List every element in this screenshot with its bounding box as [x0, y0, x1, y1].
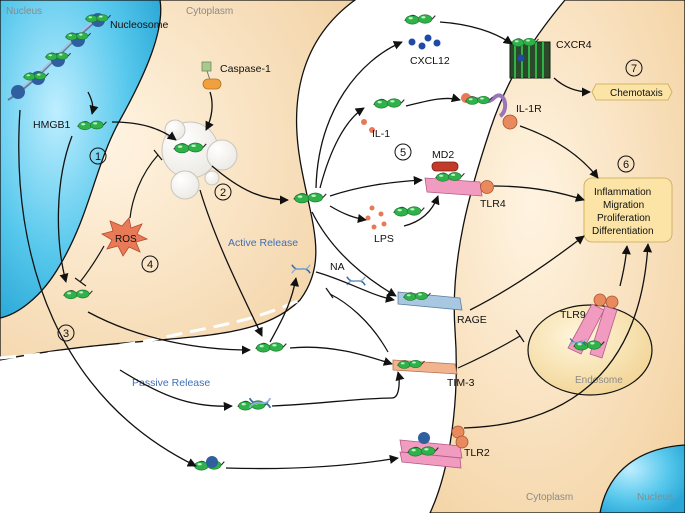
- hmgb1-cxcl12-complex: [404, 14, 436, 25]
- nucleus-right-label: Nucleus: [637, 492, 673, 503]
- ruptured-membrane: [0, 298, 301, 360]
- cxcr4-receptor: [509, 37, 551, 79]
- hmgb1-active-release: [293, 192, 327, 204]
- tlr2-label: TLR2: [464, 447, 490, 459]
- il1r-receptor: [460, 93, 518, 130]
- tim3-label: TIM-3: [447, 377, 475, 389]
- rage-label: RAGE: [457, 314, 487, 326]
- ros-label: ROS: [115, 234, 137, 245]
- cytoplasm-left-label: Cytoplasm: [186, 6, 233, 17]
- nucleosome-label: Nucleosome: [110, 19, 169, 31]
- rage-receptor: [397, 291, 463, 311]
- outcome-box: [583, 177, 673, 243]
- tlr2-receptor: [399, 425, 469, 469]
- cxcl12-label: CXCL12: [410, 55, 450, 67]
- svg-text:3: 3: [63, 328, 69, 340]
- svg-text:2: 2: [220, 187, 226, 199]
- cytoplasm-right-label: Cytoplasm: [526, 492, 573, 503]
- nucleosome-chain: [7, 13, 112, 101]
- tlr4-label: TLR4: [480, 198, 506, 210]
- caspase1-molecule: [201, 61, 222, 90]
- lps-label: LPS: [374, 233, 394, 245]
- active-release-label: Active Release: [228, 237, 298, 249]
- outcome-inflammation: Inflammation: [594, 187, 651, 198]
- passive-release-label: Passive Release: [132, 377, 210, 389]
- il1-molecules: [361, 119, 375, 133]
- tlr9-receptor: [567, 293, 619, 359]
- pathway-arrows: [18, 21, 653, 470]
- endosome-label: Endosome: [575, 375, 623, 386]
- il1-label: IL-1: [372, 128, 390, 140]
- lps-molecules: [365, 205, 387, 230]
- outcome-proliferation: Proliferation: [597, 213, 650, 224]
- md2-label: MD2: [432, 149, 454, 161]
- svg-text:7: 7: [631, 63, 637, 75]
- tim3-receptor: [392, 359, 458, 375]
- hmgb1-lps-complex: [393, 206, 425, 217]
- outcome-differentiation: Differentiation: [592, 226, 654, 237]
- hmgb1-passive-release: [255, 342, 287, 353]
- cxcl12-molecules: [408, 34, 441, 50]
- tlr9-label: TLR9: [560, 309, 586, 321]
- chemotaxis-box: [591, 83, 673, 101]
- svg-text:1: 1: [95, 151, 101, 163]
- caspase1-label: Caspase-1: [220, 63, 271, 75]
- nucleosome-particle: [206, 456, 218, 468]
- endosome: [527, 304, 653, 396]
- nucleus-left-label: Nucleus: [6, 6, 42, 17]
- cxcr4-label: CXCR4: [556, 39, 592, 51]
- na-label: NA: [330, 261, 345, 273]
- svg-text:4: 4: [147, 259, 153, 271]
- outcome-migration: Migration: [603, 200, 644, 211]
- step-markers: 1 2 3 4 5 6 7: [57, 59, 643, 342]
- svg-text:6: 6: [623, 159, 629, 171]
- chemotaxis-label: Chemotaxis: [610, 88, 663, 99]
- tlr4-receptor: [424, 161, 494, 197]
- ros-star: [100, 217, 149, 257]
- il1r-label: IL-1R: [516, 103, 542, 115]
- hmgb1-label: HMGB1: [33, 119, 71, 131]
- hmgb1-il1-complex: [373, 98, 405, 109]
- svg-text:5: 5: [400, 147, 406, 159]
